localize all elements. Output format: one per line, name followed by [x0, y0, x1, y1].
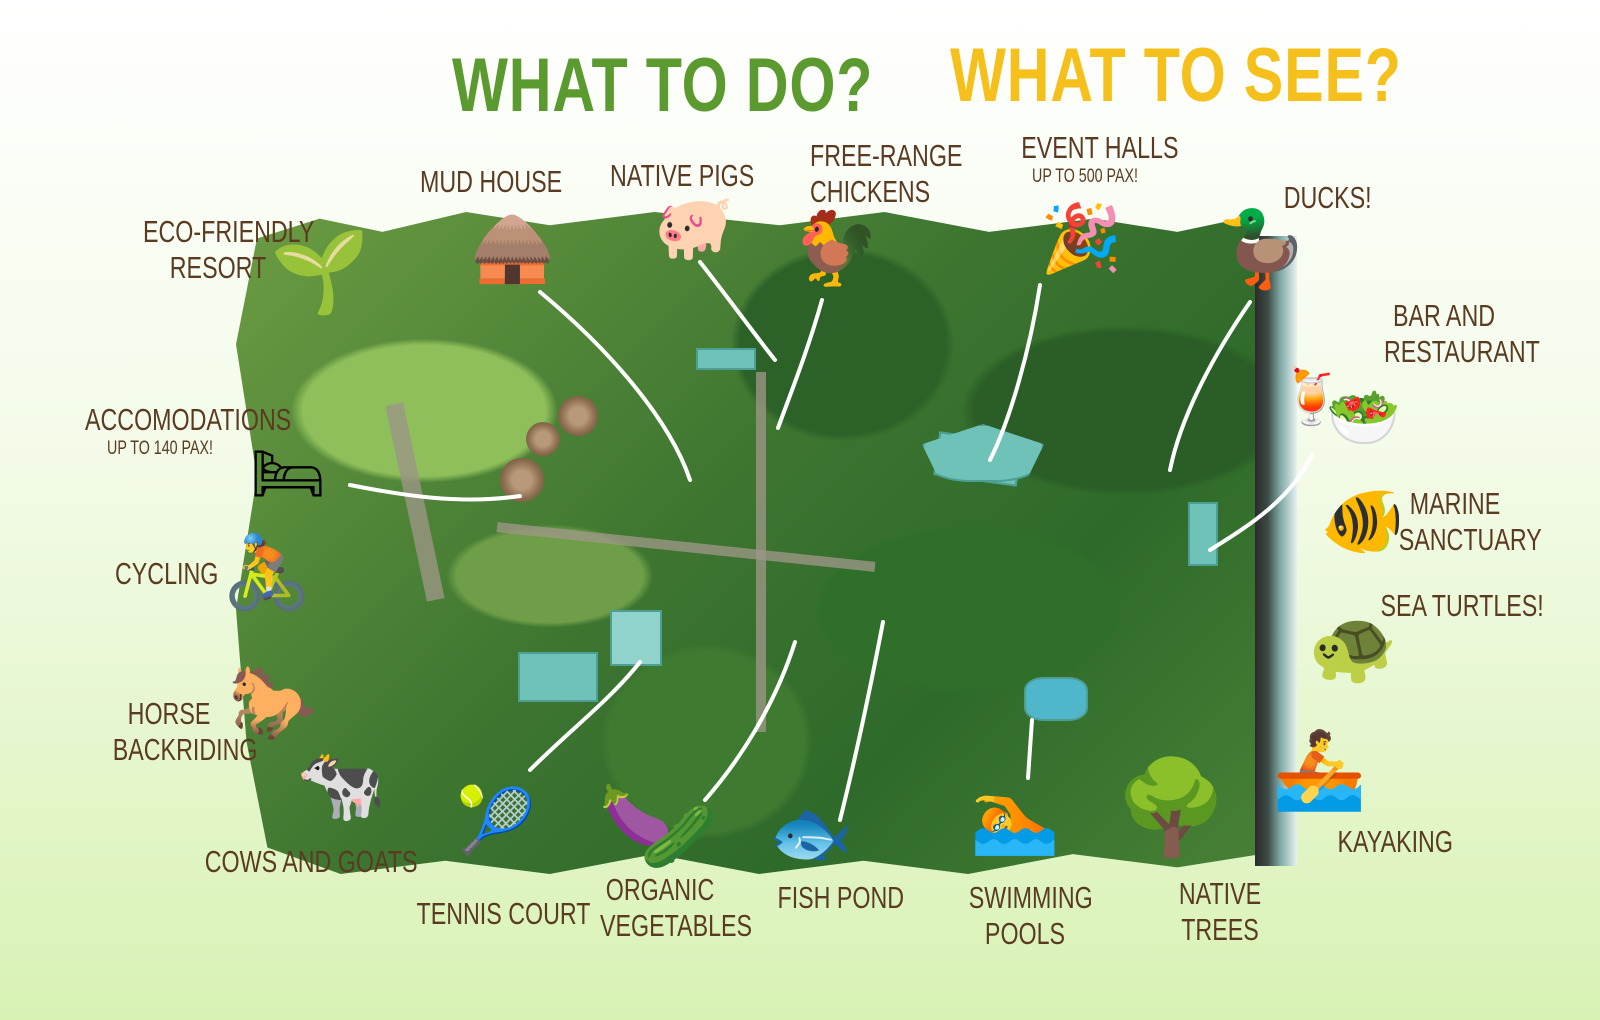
label-native-pigs: NATIVE PIGS: [610, 158, 755, 193]
label-tennis-court: TENNIS COURT: [416, 896, 591, 931]
pig-icon: 🐖: [654, 191, 734, 265]
swimmer-icon: 🏊: [970, 774, 1060, 858]
kayak-icon: 🚣: [1272, 725, 1367, 814]
tropical-fish-icon: 🐠: [1320, 482, 1405, 561]
eggplant-icon: 🍆: [600, 781, 673, 849]
cocktail-icon: 🍹: [1278, 365, 1346, 428]
label-cycling: CYCLING: [115, 556, 219, 591]
label-mud-house: MUD HOUSE: [420, 164, 563, 199]
cyclist-icon: 🚴: [222, 530, 312, 614]
chicken-icon: 🐓: [790, 206, 880, 290]
hut-icon: 🛖: [470, 208, 555, 287]
party-popper-icon: 🎉: [1040, 200, 1123, 277]
title-what-to-see: WHAT TO SEE?: [950, 33, 1402, 118]
title-what-to-do: WHAT TO DO?: [452, 43, 874, 128]
tree-icon: 🌳: [1114, 754, 1229, 861]
turtle-icon: 🐢: [1308, 604, 1398, 688]
label-sea-turtles: SEA TURTLES!: [1380, 588, 1544, 623]
fish-icon: 🐟: [768, 794, 853, 873]
label-kayaking: KAYAKING: [1337, 824, 1453, 859]
label-fish-pond: FISH POND: [777, 880, 905, 915]
horse-icon: 🐎: [228, 660, 318, 744]
sprout-icon: 🌱: [270, 225, 370, 318]
tennis-icon: 🎾: [456, 785, 536, 859]
bed-icon: 🛏: [250, 439, 327, 509]
cow-icon: 🐄: [296, 742, 386, 826]
salad-icon: 🥗: [1326, 383, 1401, 453]
label-ducks: DUCKS!: [1283, 180, 1372, 215]
duck-icon: 🦆: [1216, 206, 1309, 292]
cucumber-icon: 🥒: [640, 800, 718, 873]
label-cows-and-goats: COWS AND GOATS: [204, 844, 418, 879]
